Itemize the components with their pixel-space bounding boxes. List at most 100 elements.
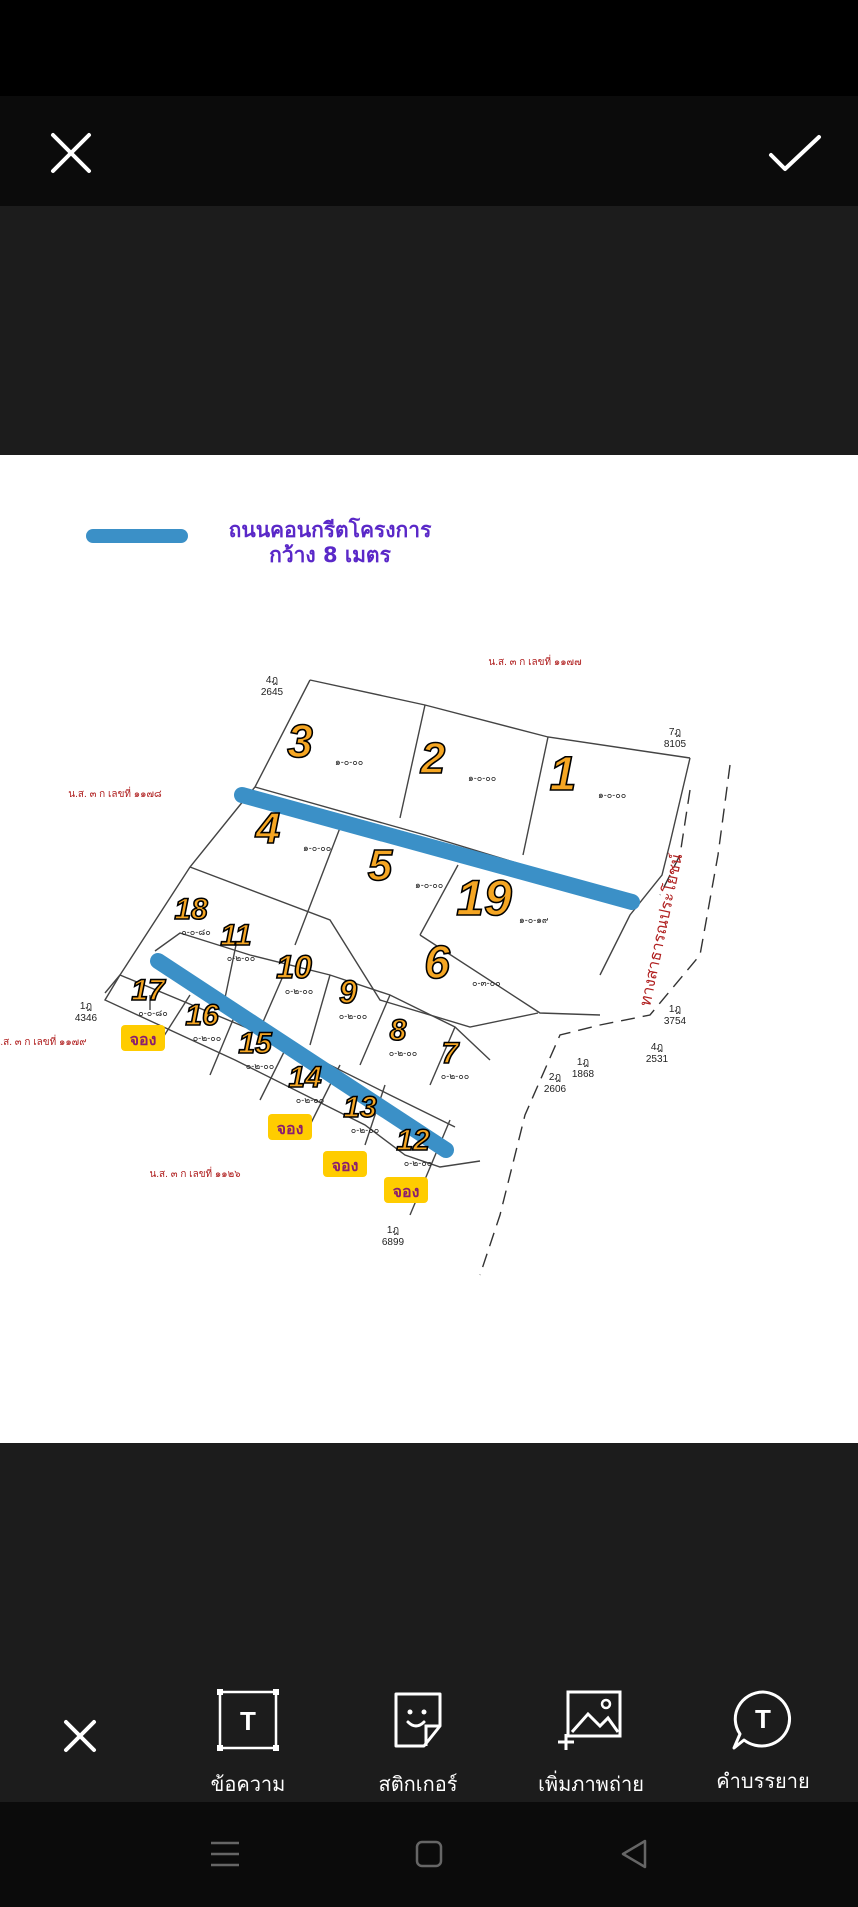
neighbor-plot-id: 4ฎ: [266, 675, 278, 686]
lot-number-6: 6: [424, 936, 450, 988]
text-tool-label: ข้อความ: [210, 1772, 286, 1796]
side-road-label: ทางสาธารณประโยชน์: [635, 852, 686, 1008]
square-icon: [415, 1840, 443, 1868]
neighbor-plot-code: 1868: [572, 1069, 595, 1080]
neighbor-plot-code: 2606: [544, 1084, 567, 1095]
neighbor-plot-id: 2ฎ: [549, 1072, 561, 1083]
lot-area-16: ๐-๒-๐๐: [193, 1033, 221, 1043]
menu-icon: [211, 1841, 239, 1867]
text-box-icon: T: [217, 1689, 279, 1751]
neighbor-plot-code: 6899: [382, 1237, 405, 1248]
back-button[interactable]: [612, 1834, 656, 1874]
road-main: [234, 787, 640, 910]
status-bar: [0, 0, 858, 96]
home-button[interactable]: [407, 1834, 451, 1874]
edit-toolbar: T ข้อความ สติกเกอร์ เพิ่มภาพถ่าย T คำบรร…: [0, 1670, 858, 1802]
discard-button[interactable]: [50, 1706, 110, 1766]
neighbor-plot-code: 3754: [664, 1016, 687, 1027]
neighbor-plot-code: 4346: [75, 1013, 98, 1024]
adjacent-deed-note: น.ส. ๓ ก เลขที่ ๑๑๒๖: [149, 1166, 240, 1180]
caption-tool-label: คำบรรยายภาพ: [716, 1769, 810, 1796]
lot-area-10: ๐-๒-๐๐: [285, 986, 313, 996]
lot-number-8: 8: [390, 1014, 407, 1047]
lot-area-19: ๑-๐-๑๙: [519, 915, 549, 925]
neighbor-plot-code: 2645: [261, 687, 284, 698]
lot-area-13: ๐-๒-๐๐: [351, 1125, 379, 1135]
lot-area-3: ๑-๐-๐๐: [335, 757, 363, 767]
lot-area-12: ๐-๒-๐๐: [404, 1158, 432, 1168]
booked-label: จอง: [332, 1158, 359, 1175]
booked-label: จอง: [393, 1184, 420, 1201]
text-tool-button[interactable]: T ข้อความ: [198, 1688, 298, 1800]
adjacent-deed-note: น.ส. ๓ ก เลขที่ ๑๑๗๗: [488, 654, 581, 668]
close-button[interactable]: [36, 118, 106, 188]
lot-number-9: 9: [339, 974, 357, 1010]
legend-road-swatch: [86, 529, 188, 543]
lot-number-10: 10: [276, 949, 312, 985]
lot-number-5: 5: [368, 841, 393, 890]
lot-area-2: ๑-๐-๐๐: [468, 773, 496, 783]
lot-number-16: 16: [185, 999, 219, 1032]
check-icon: [769, 135, 821, 171]
triangle-back-icon: [621, 1839, 647, 1869]
lot-number-1: 1: [550, 748, 577, 801]
neighbor-plot-id: 1ฎ: [387, 1225, 399, 1236]
caption-bubble-icon: T: [732, 1690, 792, 1750]
lot-number-17: 17: [131, 974, 166, 1007]
recents-button[interactable]: [203, 1834, 247, 1874]
booked-badge-lot-12: [384, 1177, 428, 1203]
booked-label: จอง: [130, 1032, 157, 1049]
svg-text:T: T: [755, 1704, 771, 1734]
lot-number-4: 4: [255, 804, 280, 853]
caption-tool-button[interactable]: T คำบรรยายภาพ: [705, 1688, 821, 1796]
neighbor-plot-code: 2531: [646, 1054, 669, 1065]
lot-number-18: 18: [174, 893, 208, 926]
neighbor-plot-id: 1ฎ: [577, 1057, 589, 1068]
lot-number-15: 15: [238, 1027, 273, 1060]
add-photo-icon: [558, 1690, 622, 1750]
lot-area-4: ๑-๐-๐๐: [303, 843, 331, 853]
lot-number-3: 3: [287, 715, 313, 767]
close-icon: [64, 1720, 96, 1752]
lot-number-11: 11: [220, 919, 251, 952]
lot-area-11: ๐-๒-๐๐: [227, 953, 255, 963]
lot-area-14: ๐-๒-๐๐: [296, 1095, 324, 1105]
neighbor-plot-id: 1ฎ: [669, 1004, 681, 1015]
legend-title: ถนนคอนกรีตโครงการ: [228, 518, 432, 542]
sticker-tool-label: สติกเกอร์: [378, 1772, 458, 1796]
booked-badge-lot-14: [268, 1114, 312, 1140]
svg-text:T: T: [240, 1706, 256, 1736]
lot-number-13: 13: [343, 1091, 377, 1124]
road-secondary: [150, 953, 454, 1158]
system-nav-bar: [0, 1802, 858, 1907]
lot-area-8: ๐-๒-๐๐: [389, 1048, 417, 1058]
adjacent-deed-note: น.ส. ๓ ก เลขที่ ๑๑๗๙: [0, 1034, 87, 1048]
booked-label: จอง: [277, 1121, 304, 1138]
canvas-background-bottom: [0, 1443, 858, 1670]
lot-area-7: ๐-๒-๐๐: [441, 1071, 469, 1081]
sticker-tool-button[interactable]: สติกเกอร์: [368, 1688, 468, 1800]
booked-badge-lot-13: [323, 1151, 367, 1177]
neighbor-plot-id: 1ฎ: [80, 1001, 92, 1012]
lot-area-6: ๐-๓-๐๐: [472, 978, 501, 988]
close-icon: [51, 133, 91, 173]
lot-number-7: 7: [442, 1037, 460, 1070]
lot-area-15: ๐-๒-๐๐: [246, 1061, 274, 1071]
lot-area-17: ๐-๐-๘๐: [138, 1008, 167, 1018]
adjacent-deed-note: น.ส. ๓ ก เลขที่ ๑๑๗๘: [68, 786, 162, 800]
neighbor-plot-id: 4ฎ: [651, 1042, 663, 1053]
neighbor-plot-id: 7ฎ: [669, 727, 681, 738]
lot-area-9: ๐-๒-๐๐: [339, 1011, 367, 1021]
lot-area-5: ๑-๐-๐๐: [415, 880, 443, 890]
lot-number-19: 19: [456, 870, 512, 926]
add-photo-tool-label: เพิ่มภาพถ่าย: [538, 1772, 644, 1796]
legend-subtitle: กว้าง 8 เมตร: [269, 543, 391, 567]
confirm-button[interactable]: [760, 118, 830, 188]
canvas-background: [0, 206, 858, 455]
lot-area-1: ๑-๐-๐๐: [598, 790, 626, 800]
sticker-icon: [394, 1692, 442, 1748]
plot-map-image[interactable]: ถนนคอนกรีตโครงการ กว้าง 8 เมตร: [0, 455, 858, 1443]
booked-badge-lot-17: [121, 1025, 165, 1051]
editor-top-bar: [0, 96, 858, 206]
add-photo-tool-button[interactable]: เพิ่มภาพถ่าย: [531, 1688, 651, 1800]
